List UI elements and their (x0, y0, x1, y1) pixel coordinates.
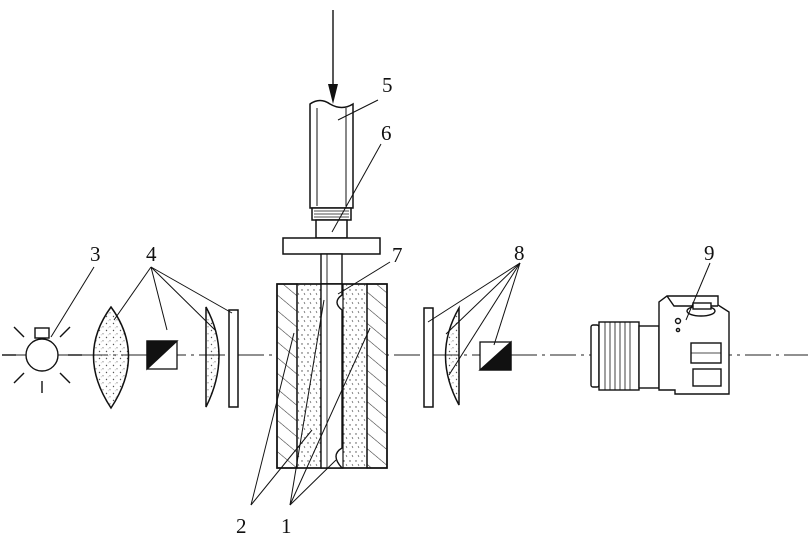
right-wave-plate (423, 307, 434, 408)
load-arrow (328, 10, 338, 104)
label-loading-rod: 5 (382, 73, 393, 97)
label-specimen: 1 (281, 514, 292, 538)
load-cell (282, 237, 381, 255)
camera-icon (590, 295, 730, 395)
left-wave-plate (228, 309, 239, 408)
right-planoconvex-lens (444, 305, 460, 406)
label-load-cell: 6 (381, 121, 392, 145)
label-loading-plate: 7 (392, 243, 403, 267)
light-source-icon (2, 326, 82, 393)
label-clamp: 2 (236, 514, 247, 538)
label-polarizer-group: 4 (146, 242, 157, 266)
analyzer-prism (478, 340, 512, 371)
left-planoconvex-lens (205, 306, 220, 408)
label-light-source: 3 (90, 242, 101, 266)
specimen (320, 283, 344, 469)
condenser-lens (92, 305, 130, 410)
polarizer-prism (146, 340, 179, 371)
label-analyzer-group: 8 (514, 241, 525, 265)
loading-rod (309, 99, 354, 239)
leader-lines (50, 99, 711, 506)
label-camera: 9 (704, 241, 715, 265)
indenter-rod (320, 253, 343, 285)
